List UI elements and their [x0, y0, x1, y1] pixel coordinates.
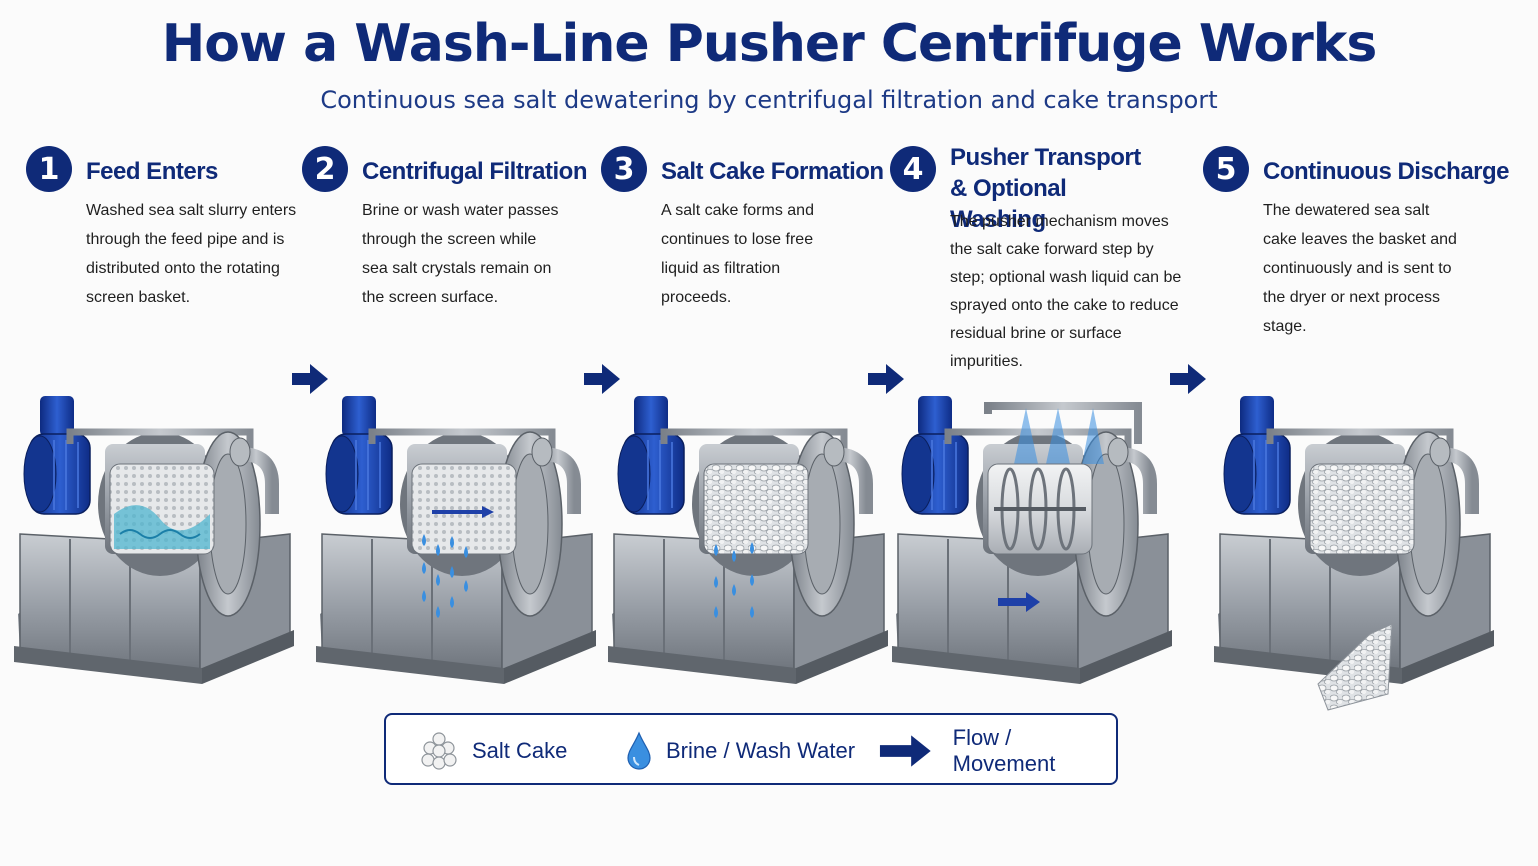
step-3-title: Salt Cake Formation [661, 158, 884, 185]
step-2-description: Brine or wash water passes through the s… [362, 202, 559, 306]
step-5-number: 5 [1203, 146, 1249, 192]
salt-cake-icon [421, 732, 457, 770]
step-1-number: 1 [26, 146, 72, 192]
page-subtitle: Continuous sea salt dewatering by centri… [320, 86, 1218, 114]
step-4-description: The pusher mechanism moves the salt cake… [950, 213, 1182, 370]
legend-salt-cake-label: Salt Cake [472, 738, 568, 763]
flow-arrow-icon [868, 364, 904, 394]
legend: Salt Cake Brine / Wash Water Flow / Move… [384, 713, 1118, 785]
legend-brine-label: Brine / Wash Water [666, 738, 856, 763]
centrifuge-feed-illustration [10, 384, 310, 714]
step-2-title: Centrifugal Filtration [362, 158, 588, 185]
step-3-description: A salt cake forms and continues to lose … [661, 202, 814, 306]
step-2-number: 2 [302, 146, 348, 192]
step-1-title: Feed Enters [86, 158, 218, 185]
flow-arrow-icon [584, 364, 620, 394]
flow-arrow-icon [1170, 364, 1206, 394]
step-4-number: 4 [890, 146, 936, 192]
step-4-title: Pusher Transport & Optional Washing [950, 144, 1141, 233]
step-3-number: 3 [601, 146, 647, 192]
page-title: How a Wash-Line Pusher Centrifuge Works [161, 14, 1378, 74]
step-5-title: Continuous Discharge [1263, 158, 1510, 185]
centrifuge-discharge-illustration [1210, 384, 1510, 711]
centrifuge-filtration-illustration [312, 384, 612, 714]
legend-flow: Flow / Movement [878, 715, 1116, 787]
step-5-description: The dewatered sea salt cake leaves the b… [1263, 202, 1457, 335]
centrifuge-pusher-illustration [888, 384, 1188, 714]
legend-flow-label: Flow / Movement [952, 725, 1056, 776]
flow-arrow-icon [292, 364, 328, 394]
water-drop-icon [627, 731, 651, 770]
legend-brine: Brine / Wash Water [626, 715, 855, 787]
legend-salt-cake: Salt Cake [420, 715, 567, 787]
flow-arrow-icon [879, 735, 931, 767]
centrifuge-cake-illustration [604, 384, 904, 714]
step-1-description: Washed sea salt slurry enters through th… [86, 202, 297, 306]
